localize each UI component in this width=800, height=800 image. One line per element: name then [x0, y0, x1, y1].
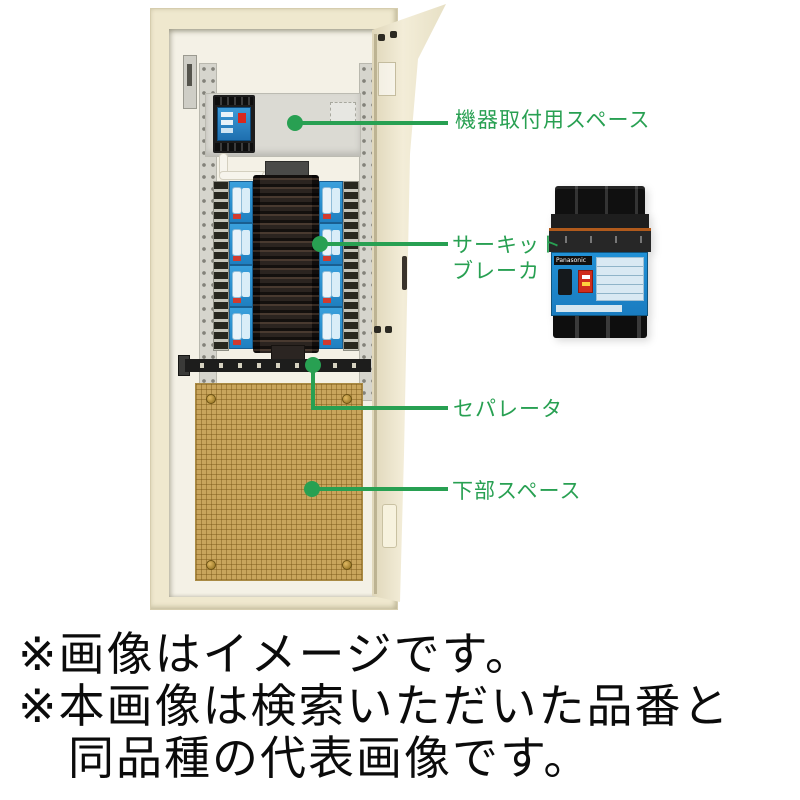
callout-label-lower-space: 下部スペース [452, 479, 582, 503]
callout-dot-separator [305, 357, 321, 373]
breaker-indicator [233, 256, 241, 261]
breaker-indicator [233, 340, 241, 345]
corner-screw [342, 394, 352, 404]
terminal-strip-right [343, 181, 359, 351]
footnote-line-2: ※本画像は検索いただいた品番と [18, 679, 731, 733]
callout-dot-circuit-breaker [312, 236, 328, 252]
breaker-unit [319, 181, 343, 223]
product-breaker-top-base [551, 214, 649, 228]
corner-screw [206, 560, 216, 570]
product-breaker-mid-band [549, 228, 651, 252]
corner-screw [206, 394, 216, 404]
callout-line-lower-space [312, 487, 448, 491]
product-breaker-face: Panasonic [551, 252, 648, 316]
lower-space-board [195, 383, 363, 581]
breaker-indicator [323, 256, 331, 261]
main-breaker-terminals-bottom [215, 143, 253, 151]
plate-marking [330, 102, 356, 122]
footnote-line-1: ※画像はイメージです。 [18, 627, 534, 681]
footnote-block: ※画像はイメージです。 ※本画像は検索いただいた品番と 同品種の代表画像です。 [18, 628, 796, 784]
door-inner-label [378, 62, 396, 96]
corner-screw [342, 560, 352, 570]
breaker-indicator [323, 340, 331, 345]
callout-label-circuit-breaker: サーキット ブレーカ [452, 232, 562, 284]
callout-line-circuit-breaker [320, 242, 448, 246]
door-hinge [378, 34, 385, 41]
brand-label: Panasonic [554, 256, 592, 265]
breaker-indicator [233, 298, 241, 303]
callout-label-circuit-breaker-line1: サーキット [452, 233, 562, 257]
breaker-indicator [323, 298, 331, 303]
product-breaker: Panasonic [549, 186, 651, 338]
busbar [253, 175, 319, 353]
breaker-unit [319, 307, 343, 349]
callout-line-separator [311, 406, 448, 410]
breaker-unit [229, 181, 253, 223]
callout-label-equipment-space: 機器取付用スペース [455, 108, 651, 132]
distribution-cabinet [150, 8, 398, 610]
separator-bar [185, 359, 371, 372]
breaker-unit [229, 307, 253, 349]
product-breaker-spec-label [596, 257, 644, 301]
door-edge-line [374, 34, 377, 594]
callout-label-separator: セパレータ [453, 397, 563, 421]
door-hinge [385, 326, 392, 333]
branch-breaker-column-right [319, 181, 343, 349]
breaker-indicator [233, 214, 241, 219]
callout-dot-equipment-space [287, 115, 303, 131]
callout-label-circuit-breaker-line2: ブレーカ [452, 259, 540, 283]
product-breaker-bottom-terminals [553, 316, 647, 338]
interior-hinge-bracket [183, 55, 197, 109]
main-breaker-face [217, 107, 251, 141]
door-hinge [390, 31, 397, 38]
callout-line-equipment-space [295, 121, 448, 125]
cabinet-door [372, 4, 446, 602]
breaker-unit [229, 223, 253, 265]
cabinet-interior [169, 29, 385, 597]
main-breaker [213, 95, 255, 153]
product-breaker-toggle [558, 269, 572, 295]
door-hinge [374, 326, 381, 333]
product-breaker-rating-badge [578, 270, 593, 293]
door-latch [402, 256, 407, 290]
callout-dot-lower-space [304, 481, 320, 497]
breaker-unit [229, 265, 253, 307]
product-breaker-strip [556, 305, 622, 312]
branch-breaker-column-left [229, 181, 253, 349]
terminal-strip-left [213, 181, 229, 351]
main-breaker-terminals-top [215, 97, 253, 105]
breaker-unit [319, 265, 343, 307]
callout-line-separator-vertical [311, 365, 315, 410]
footnote-line-3: 同品種の代表画像です。 [68, 731, 592, 785]
door-bottom-latch [382, 504, 397, 548]
breaker-indicator [323, 214, 331, 219]
